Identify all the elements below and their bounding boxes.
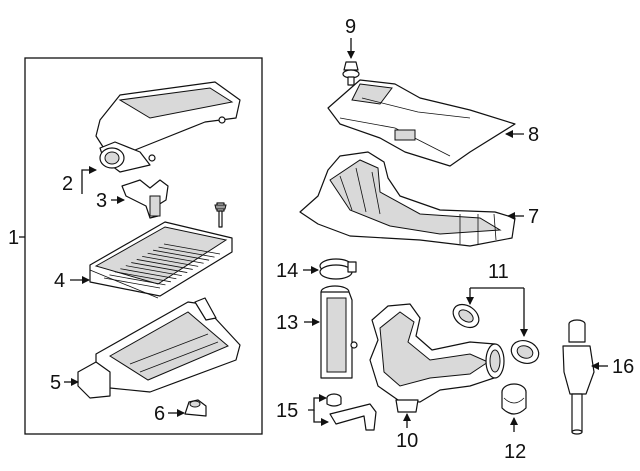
- part-resonator: [320, 285, 358, 379]
- filter-pleat: [147, 252, 204, 264]
- part-bracket: [326, 393, 377, 431]
- callout-5: 5: [50, 372, 61, 394]
- filter-pleat: [158, 246, 215, 258]
- filter-pleat: [125, 265, 182, 277]
- part-clamp-14: [319, 258, 357, 280]
- filter-pleat: [114, 271, 171, 283]
- leader-lines: [64, 38, 608, 432]
- callout-13: 13: [276, 312, 298, 334]
- part-sensor: [121, 179, 169, 219]
- filter-pleat: [142, 255, 199, 267]
- part-air-duct: [299, 151, 516, 247]
- filter-pleat: [131, 262, 188, 273]
- part-seal-a: [452, 303, 480, 329]
- callout-9: 9: [345, 16, 356, 38]
- part-intake-hose: [369, 303, 505, 413]
- part-upper-cover: [95, 81, 241, 173]
- callout-15: 15: [276, 400, 298, 422]
- part-hose-clamp: [501, 383, 527, 415]
- part-clip: [342, 61, 360, 86]
- callout-7: 7: [528, 206, 539, 228]
- part-grommet: [184, 399, 207, 417]
- part-seal-b: [510, 340, 540, 364]
- filter-pleat: [136, 259, 193, 270]
- callout-2: 2: [62, 173, 73, 195]
- callout-14: 14: [276, 260, 298, 282]
- part-lower-case: [77, 297, 241, 399]
- callout-12: 12: [504, 441, 526, 463]
- callout-3: 3: [96, 190, 107, 212]
- callout-6: 6: [154, 403, 165, 425]
- filter-pleat: [120, 268, 177, 280]
- part-cover-panel: [327, 79, 516, 167]
- part-air-filter: [89, 221, 233, 299]
- callout-8: 8: [528, 124, 539, 146]
- callout-4: 4: [54, 270, 65, 292]
- part-sensor-tube: [562, 319, 595, 435]
- filter-pleat: [163, 243, 221, 255]
- filter-pleat: [109, 274, 166, 286]
- filter-pleat: [153, 249, 210, 261]
- callout-1: 1: [8, 227, 19, 249]
- callout-16: 16: [612, 356, 634, 378]
- part-bolt-small: [214, 202, 227, 228]
- callout-11: 11: [488, 261, 509, 283]
- callout-10: 10: [396, 430, 418, 452]
- assembly-group-box: [19, 57, 263, 435]
